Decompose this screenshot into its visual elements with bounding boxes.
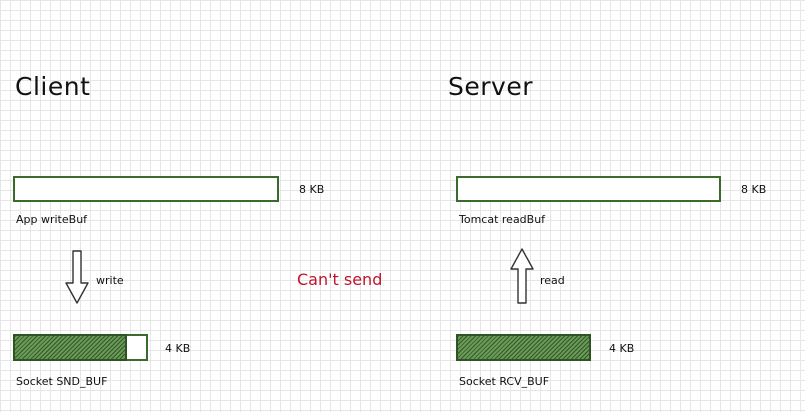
- read-label: read: [540, 274, 565, 287]
- client-app-buffer: [13, 176, 279, 202]
- client-app-buffer-label: App writeBuf: [16, 213, 88, 226]
- client-socket-buffer-filled: [13, 334, 127, 361]
- write-label: write: [96, 274, 124, 287]
- client-socket-buffer-label: Socket SND_BUF: [16, 375, 108, 388]
- server-title: Server: [448, 72, 533, 101]
- write-arrow-icon: [65, 250, 89, 304]
- read-arrow-icon: [510, 248, 534, 304]
- server-app-buffer: [456, 176, 721, 202]
- client-socket-buffer-free: [127, 334, 148, 361]
- client-app-buffer-size: 8 KB: [299, 183, 325, 196]
- server-socket-buffer-label: Socket RCV_BUF: [459, 375, 550, 388]
- client-title: Client: [15, 72, 91, 101]
- server-app-buffer-label: Tomcat readBuf: [459, 213, 546, 226]
- send-status: Can't send: [297, 270, 383, 289]
- server-socket-buffer-filled: [456, 334, 591, 361]
- server-app-buffer-size: 8 KB: [741, 183, 767, 196]
- client-socket-buffer-size: 4 KB: [165, 342, 191, 355]
- server-socket-buffer-size: 4 KB: [609, 342, 635, 355]
